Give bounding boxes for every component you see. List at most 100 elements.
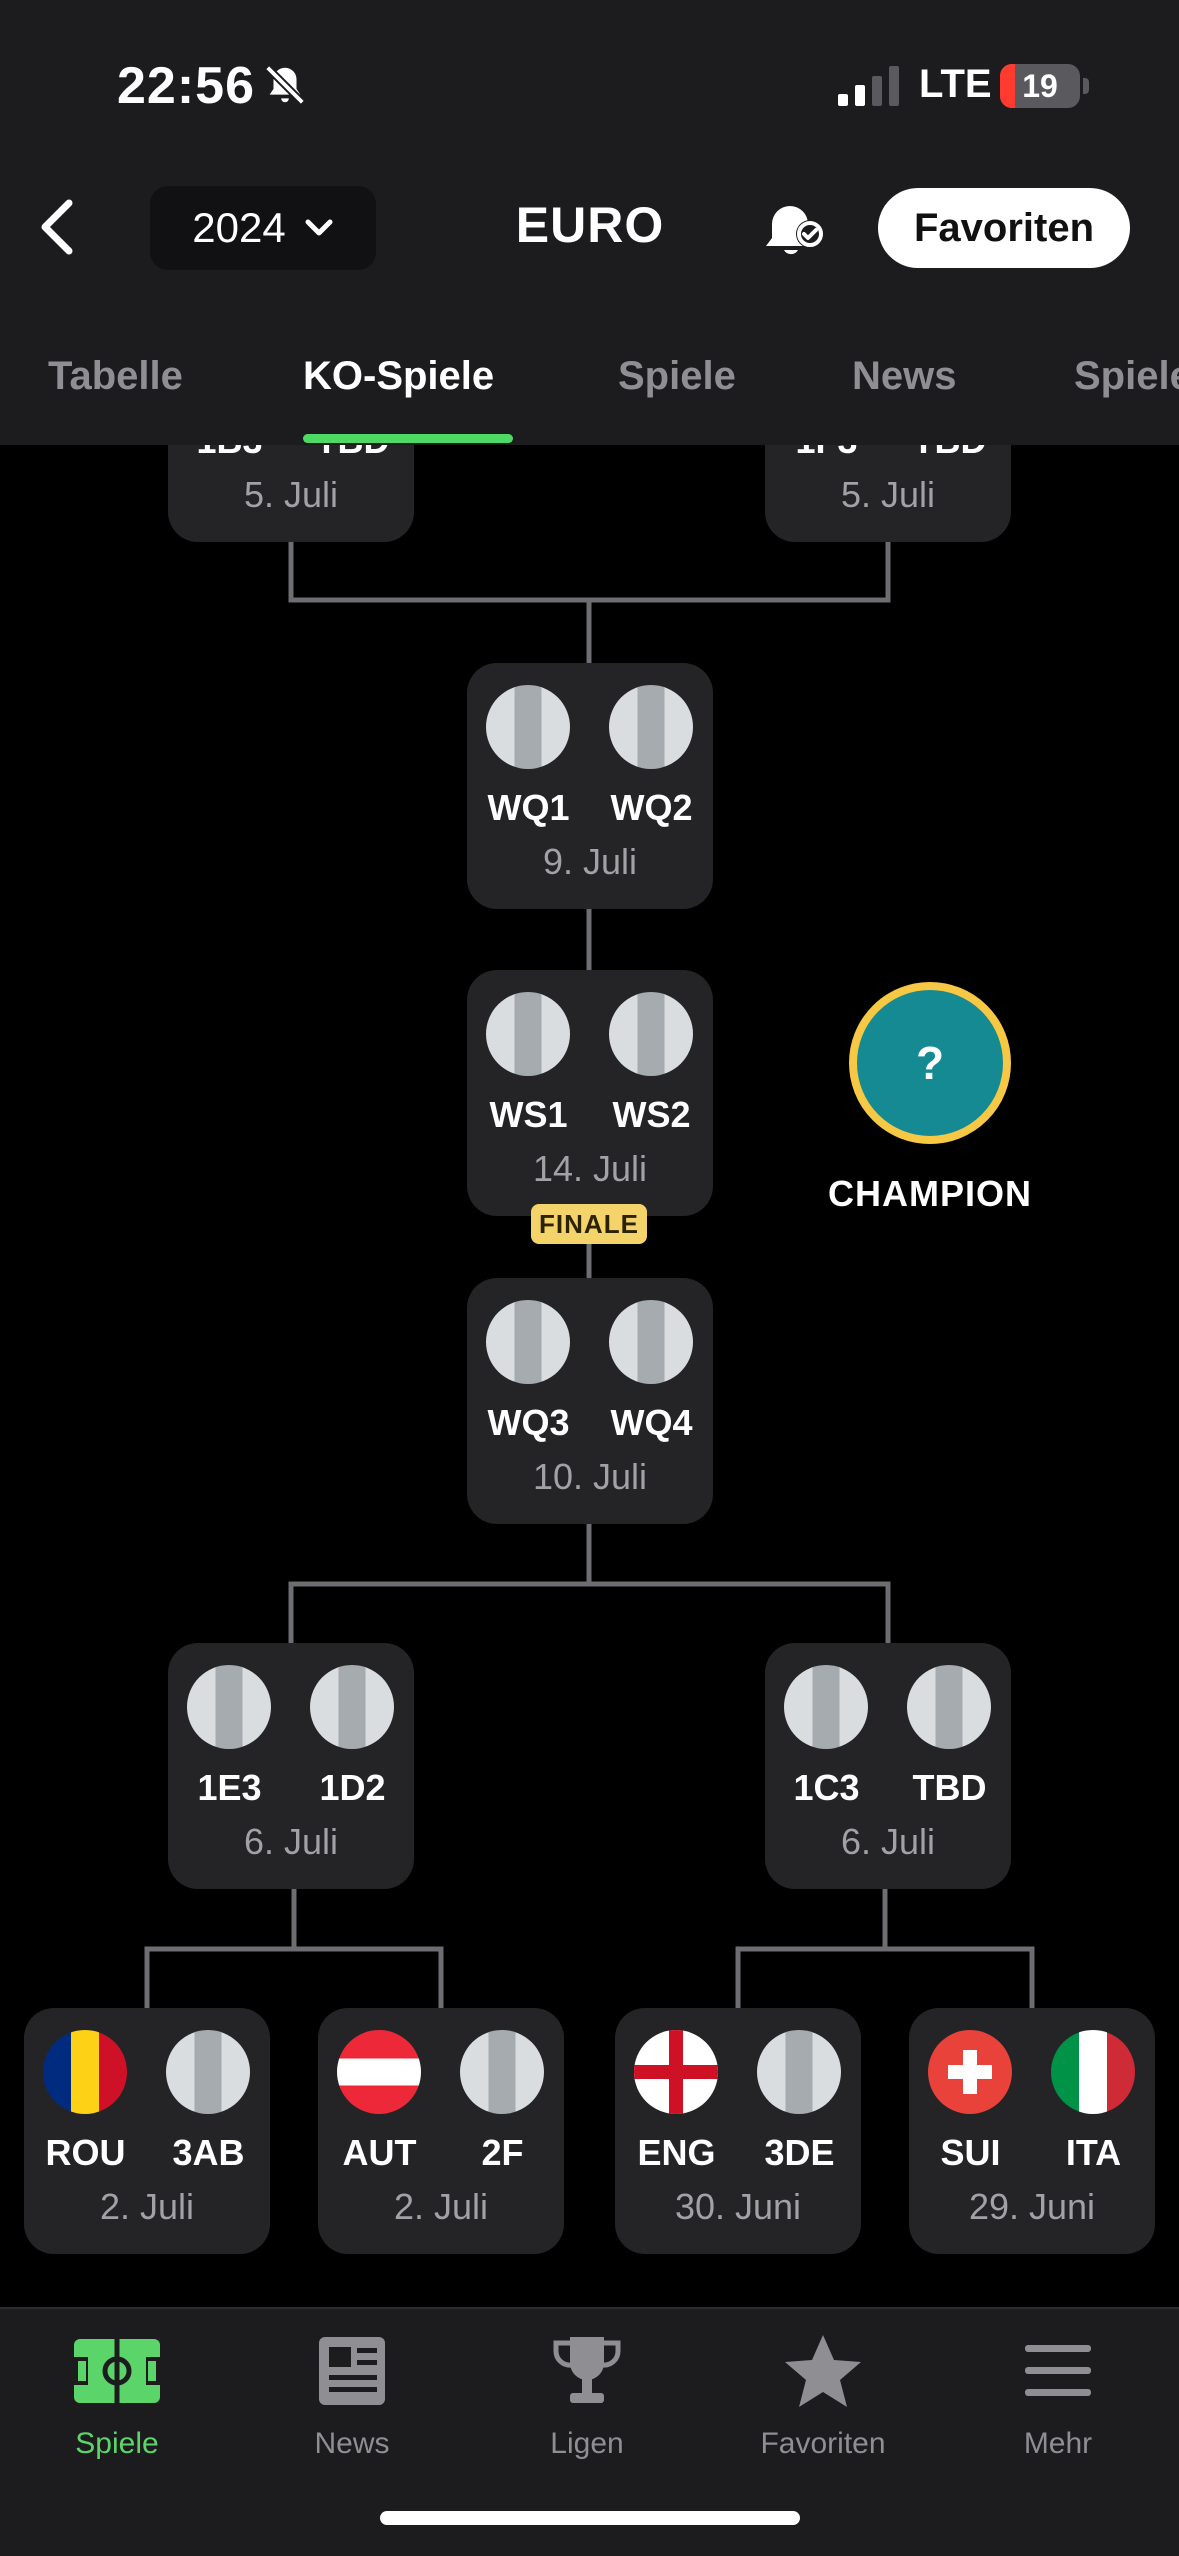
battery-icon: 19	[1000, 64, 1080, 108]
bell-slash-icon	[265, 65, 305, 105]
header: 2024 EURO Favoriten Tabelle KO-Spiele Sp…	[0, 170, 1179, 445]
status-bar: 22:56 LTE 19	[0, 0, 1179, 170]
newspaper-icon	[319, 2337, 385, 2405]
finale-badge: FINALE	[531, 1204, 647, 1244]
match-card[interactable]: 1B3 TBD 5. Juli	[168, 445, 414, 542]
champion-label: CHAMPION	[828, 1173, 1032, 1214]
match-date: 5. Juli	[243, 474, 339, 515]
team-flag-placeholder	[166, 2030, 250, 2114]
team-code: ROU	[45, 2132, 126, 2173]
team-code: WS2	[612, 1094, 691, 1135]
champion-placeholder[interactable]: ?	[849, 982, 1011, 1144]
favorites-button[interactable]: Favoriten	[878, 188, 1130, 268]
match-card-semifinal-1[interactable]: WQ1 WQ2 9. Juli	[467, 663, 713, 909]
chevron-down-icon	[305, 219, 333, 236]
match-card-final[interactable]: WS1 WS2 14. Juli	[467, 970, 713, 1216]
flag-switzerland-icon	[928, 2030, 1012, 2114]
team-code: 1F3	[765, 445, 888, 462]
trophy-icon	[553, 2337, 621, 2403]
nav-ligen[interactable]: Ligen	[497, 2309, 677, 2479]
match-date: 6. Juli	[840, 1821, 936, 1862]
tab-news[interactable]: News	[852, 354, 957, 398]
team-code: AUT	[342, 2132, 417, 2173]
nav-label: Spiele	[75, 2427, 159, 2460]
team-code: 1B3	[168, 445, 291, 462]
flag-romania-icon	[43, 2030, 127, 2114]
team-flag-placeholder	[486, 992, 570, 1076]
nav-news[interactable]: News	[262, 2309, 442, 2479]
team-code: SUI	[940, 2132, 1001, 2173]
nav-label: Ligen	[550, 2427, 624, 2460]
bell-check-icon[interactable]	[760, 194, 832, 266]
match-card-round-of-16[interactable]: SUI ITA 29. Juni	[909, 2008, 1155, 2254]
year-value: 2024	[192, 204, 286, 251]
flag-austria-icon	[337, 2030, 421, 2114]
team-flag-placeholder	[757, 2030, 841, 2114]
signal-icon	[838, 66, 899, 106]
team-flag-placeholder	[187, 1665, 271, 1749]
year-selector[interactable]: 2024	[150, 186, 376, 270]
team-flag-placeholder	[609, 992, 693, 1076]
nav-label: News	[314, 2427, 390, 2460]
tab-spiele[interactable]: Spiele	[618, 354, 736, 398]
team-code: ITA	[1065, 2132, 1122, 2173]
bracket-connectors	[144, 542, 1035, 2008]
match-card-quarterfinal[interactable]: 1E3 1D2 6. Juli	[168, 1643, 414, 1889]
status-time: 22:56	[117, 57, 255, 115]
tab-ko-spiele[interactable]: KO-Spiele	[303, 354, 495, 398]
team-code: WQ2	[610, 787, 693, 828]
match-card[interactable]: 1F3 TBD 5. Juli	[765, 445, 1011, 542]
team-code: WS1	[489, 1094, 568, 1135]
nav-mehr[interactable]: Mehr	[968, 2309, 1148, 2479]
team-code: WQ4	[610, 1402, 693, 1443]
team-code: ENG	[637, 2132, 716, 2173]
team-code: WQ1	[487, 787, 570, 828]
nav-label: Mehr	[1023, 2427, 1093, 2460]
team-code: TBD	[291, 445, 414, 462]
match-card-round-of-16[interactable]: AUT 2F 2. Juli	[318, 2008, 564, 2254]
team-flag-placeholder	[609, 685, 693, 769]
match-date: 9. Juli	[542, 841, 638, 882]
soccer-field-icon	[74, 2339, 160, 2403]
team-code: 3AB	[172, 2132, 245, 2173]
tab-spieler[interactable]: Spieler	[1074, 354, 1179, 398]
team-code: WQ3	[487, 1402, 570, 1443]
network-type: LTE	[919, 62, 992, 106]
tab-bar: Tabelle KO-Spiele Spiele News Spieler	[0, 340, 1179, 445]
team-code: 1C3	[793, 1767, 860, 1808]
menu-icon	[1025, 2345, 1091, 2396]
team-flag-placeholder	[486, 1300, 570, 1384]
team-flag-placeholder	[609, 1300, 693, 1384]
nav-favoriten[interactable]: Favoriten	[733, 2309, 913, 2479]
nav-spiele[interactable]: Spiele	[27, 2309, 207, 2479]
match-date: 6. Juli	[243, 1821, 339, 1862]
match-date: 30. Juni	[674, 2186, 802, 2227]
team-code: 3DE	[764, 2132, 835, 2173]
back-button[interactable]	[22, 192, 92, 262]
team-code: TBD	[912, 1767, 987, 1808]
chevron-left-icon	[41, 199, 73, 255]
match-card-quarterfinal[interactable]: 1C3 TBD 6. Juli	[765, 1643, 1011, 1889]
match-date: 10. Juli	[532, 1456, 648, 1497]
match-card-semifinal-2[interactable]: WQ3 WQ4 10. Juli	[467, 1278, 713, 1524]
match-date: 29. Juni	[968, 2186, 1096, 2227]
flag-england-icon	[634, 2030, 718, 2114]
match-card-round-of-16[interactable]: ROU 3AB 2. Juli	[24, 2008, 270, 2254]
team-code: TBD	[888, 445, 1011, 462]
team-flag-placeholder	[486, 685, 570, 769]
match-card-round-of-16[interactable]: ENG 3DE 30. Juni	[615, 2008, 861, 2254]
team-code: 1E3	[197, 1767, 262, 1808]
match-date: 14. Juli	[532, 1148, 648, 1189]
ko-bracket[interactable]: 1B3 TBD 5. Juli 1F3 TBD 5. Juli WQ1 WQ2 …	[0, 445, 1179, 2307]
home-indicator	[380, 2511, 800, 2525]
match-date: 2. Juli	[99, 2186, 195, 2227]
active-tab-indicator	[303, 434, 513, 443]
team-flag-placeholder	[310, 1665, 394, 1749]
match-date: 5. Juli	[840, 474, 936, 515]
team-code: 2F	[481, 2132, 524, 2173]
page-title: EURO	[515, 197, 665, 253]
team-flag-placeholder	[907, 1665, 991, 1749]
tab-tabelle[interactable]: Tabelle	[48, 354, 183, 398]
star-icon	[785, 2335, 861, 2407]
team-flag-placeholder	[784, 1665, 868, 1749]
